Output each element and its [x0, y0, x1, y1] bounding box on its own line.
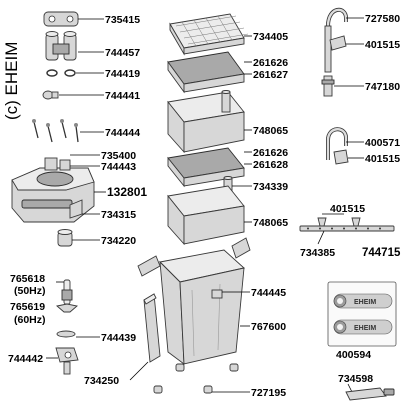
label-401515-a: 401515	[365, 39, 400, 51]
label-261626-b: 261626	[253, 147, 288, 159]
label-401515-c: 401515	[330, 203, 365, 215]
label-744439: 744439	[101, 332, 136, 344]
label-261626-a: 261626	[253, 57, 288, 69]
label-132801: 132801	[107, 185, 147, 199]
suction-cup-401515-b	[333, 149, 349, 165]
tube-tag-upper: EHEIM	[354, 299, 376, 306]
sponge-261628	[167, 147, 245, 188]
intake-tube-734250	[143, 293, 161, 363]
suction-cup-401515-a	[329, 35, 347, 51]
label-734339: 734339	[253, 181, 288, 193]
label-734598: 734598	[338, 373, 373, 385]
grid-plate-734405	[169, 13, 249, 56]
label-744445: 744445	[251, 287, 286, 299]
label-60hz: (60Hz)	[14, 314, 46, 326]
canister-767600	[159, 249, 245, 365]
label-767600: 767600	[251, 321, 286, 333]
label-734405: 734405	[253, 31, 288, 43]
return-tube-727580	[324, 7, 348, 73]
label-50hz: (50Hz)	[14, 285, 46, 297]
sponge-261626	[167, 51, 245, 94]
valve-adapter-744457	[45, 31, 77, 61]
label-261628: 261628	[253, 159, 288, 171]
label-727195: 727195	[251, 387, 286, 399]
label-734220: 734220	[101, 235, 136, 247]
label-748065-b: 748065	[253, 217, 288, 229]
filter-basket-748065-b	[167, 185, 245, 246]
label-734315: 734315	[101, 209, 136, 221]
label-744444: 744444	[105, 127, 140, 139]
label-744457: 744457	[105, 47, 140, 59]
pins-744444	[32, 119, 79, 143]
label-400594: 400594	[336, 349, 371, 361]
copyright-label: (c) EHEIM	[2, 42, 21, 120]
clip-735415	[43, 11, 79, 27]
impeller-765618	[56, 279, 78, 313]
filter-basket-748065-a	[167, 90, 245, 154]
label-400571: 400571	[365, 137, 400, 149]
shaft-744442	[55, 347, 79, 375]
label-765618: 765618	[10, 273, 45, 285]
label-747180: 747180	[365, 81, 400, 93]
latch-744445	[137, 237, 251, 299]
label-727580: 727580	[365, 13, 400, 25]
impeller-cover-744439	[56, 330, 76, 338]
foot-734220	[57, 229, 73, 247]
label-401515-b: 401515	[365, 153, 400, 165]
intake-curve-400571	[326, 127, 348, 160]
label-735415: 735415	[105, 14, 140, 26]
label-744715: 744715	[362, 247, 401, 259]
pump-head-132801	[11, 157, 95, 223]
label-734250: 734250	[84, 375, 119, 387]
spray-bar-734385	[299, 217, 395, 232]
label-744442: 744442	[8, 353, 43, 365]
grease-tube-734598	[345, 387, 395, 401]
label-734385: 734385	[300, 247, 335, 259]
label-744419: 744419	[105, 68, 140, 80]
tube-tag-lower: EHEIM	[354, 325, 376, 332]
cap-744441	[42, 90, 59, 100]
o-rings-744419	[46, 69, 76, 77]
label-744441: 744441	[105, 90, 140, 102]
label-261627: 261627	[253, 69, 288, 81]
label-744443: 744443	[101, 161, 136, 173]
feet-727195	[153, 363, 239, 394]
tube-fittings-photo-400594: EHEIM EHEIM	[327, 281, 397, 347]
nozzle-747180	[321, 75, 335, 97]
label-765619: 765619	[10, 301, 45, 313]
label-748065-a: 748065	[253, 125, 288, 137]
label-735400: 735400	[101, 150, 136, 162]
